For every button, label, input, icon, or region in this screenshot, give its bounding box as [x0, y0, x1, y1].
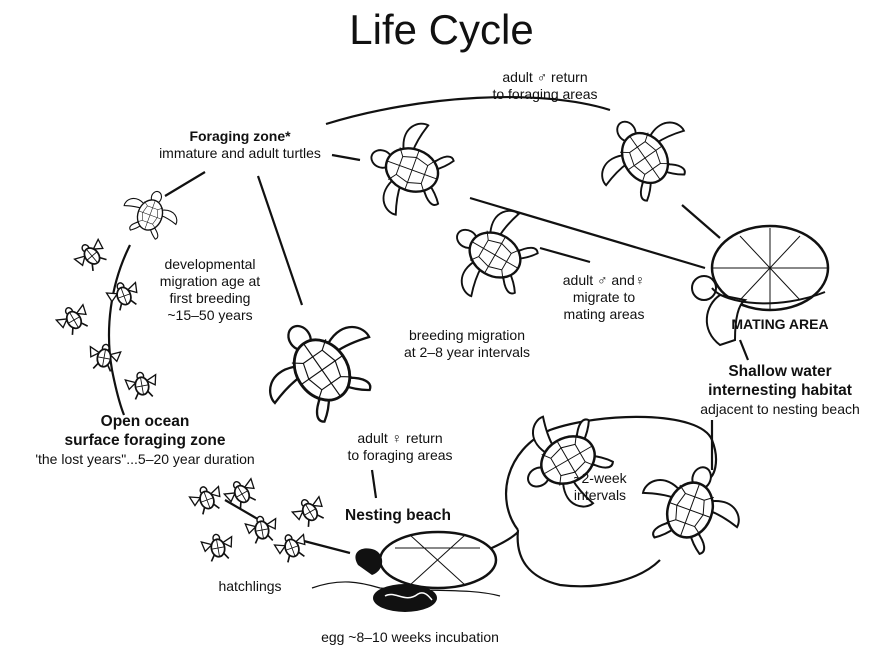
nesting-beach-label: Nesting beach [328, 506, 468, 525]
two-week-line1: ~2-week [565, 470, 635, 487]
open-ocean-line2: surface foraging zone [0, 431, 290, 450]
foraging-zone-subtitle: immature and adult turtles [115, 145, 365, 162]
foraging-zone-heading: Foraging zone* [115, 128, 365, 145]
path-breeding-to-mating-2 [540, 248, 590, 262]
adults-migrate-label: adult ♂ and♀ migrate to mating areas [538, 272, 670, 323]
hatchlings-label: hatchlings [200, 578, 300, 595]
open-ocean-label: Open ocean surface foraging zone 'the lo… [0, 412, 290, 469]
mating-area-label: MATING AREA [715, 316, 845, 333]
slide-title: Life Cycle [0, 6, 883, 54]
path-turtle-to-mating [682, 205, 720, 238]
adults-migrate-line3: mating areas [538, 306, 670, 323]
two-week-line2: intervals [565, 487, 635, 504]
foraging-zone-label: Foraging zone* immature and adult turtle… [115, 128, 365, 162]
shallow-water-line2: internesting habitat [690, 381, 870, 400]
breeding-migration-label: breeding migration at 2–8 year intervals [372, 327, 562, 361]
open-ocean-line3: 'the lost years"...5–20 year duration [0, 450, 290, 469]
breeding-migration-line2: at 2–8 year intervals [372, 344, 562, 361]
adult-male-return-label: adult ♂ return to foraging areas [470, 69, 620, 103]
open-ocean-line1: Open ocean [0, 412, 290, 431]
developmental-line3: first breeding [135, 290, 285, 307]
adult-female-return-line1: adult ♀ return [330, 430, 470, 447]
turtle-breeding-migration-1 [356, 111, 463, 228]
hatchling-group-beach [188, 474, 330, 564]
egg-incubation-label: egg ~8–10 weeks incubation [290, 629, 530, 646]
turtle-breeding-migration-2 [434, 192, 550, 314]
path-mating-to-shallow [740, 340, 748, 360]
turtle-male-return [581, 96, 704, 215]
turtle-internesting-1 [504, 398, 626, 526]
shallow-water-line1: Shallow water [690, 362, 870, 381]
path-foraging-to-developmental [165, 172, 205, 196]
developmental-line4: ~15–50 years [135, 307, 285, 324]
nesting-turtle-with-eggs [312, 532, 500, 612]
developmental-migration-label: developmental migration age at first bre… [135, 256, 285, 324]
adults-migrate-line1: adult ♂ and♀ [538, 272, 670, 289]
adult-male-return-line2: to foraging areas [470, 86, 620, 103]
adult-female-return-label: adult ♀ return to foraging areas [330, 430, 470, 464]
developmental-line1: developmental [135, 256, 285, 273]
adult-female-return-line2: to foraging areas [330, 447, 470, 464]
shallow-water-label: Shallow water internesting habitat adjac… [690, 362, 870, 419]
breeding-migration-line1: breeding migration [372, 327, 562, 344]
adult-male-return-line1: adult ♂ return [470, 69, 620, 86]
path-female-return-to-nesting [372, 470, 376, 498]
two-week-intervals-label: ~2-week intervals [565, 470, 635, 504]
path-developmental-arc [109, 245, 130, 415]
adults-migrate-line2: migrate to [538, 289, 670, 306]
developmental-line2: migration age at [135, 273, 285, 290]
shallow-water-line3: adjacent to nesting beach [690, 400, 870, 419]
turtle-internesting-2 [630, 451, 753, 563]
